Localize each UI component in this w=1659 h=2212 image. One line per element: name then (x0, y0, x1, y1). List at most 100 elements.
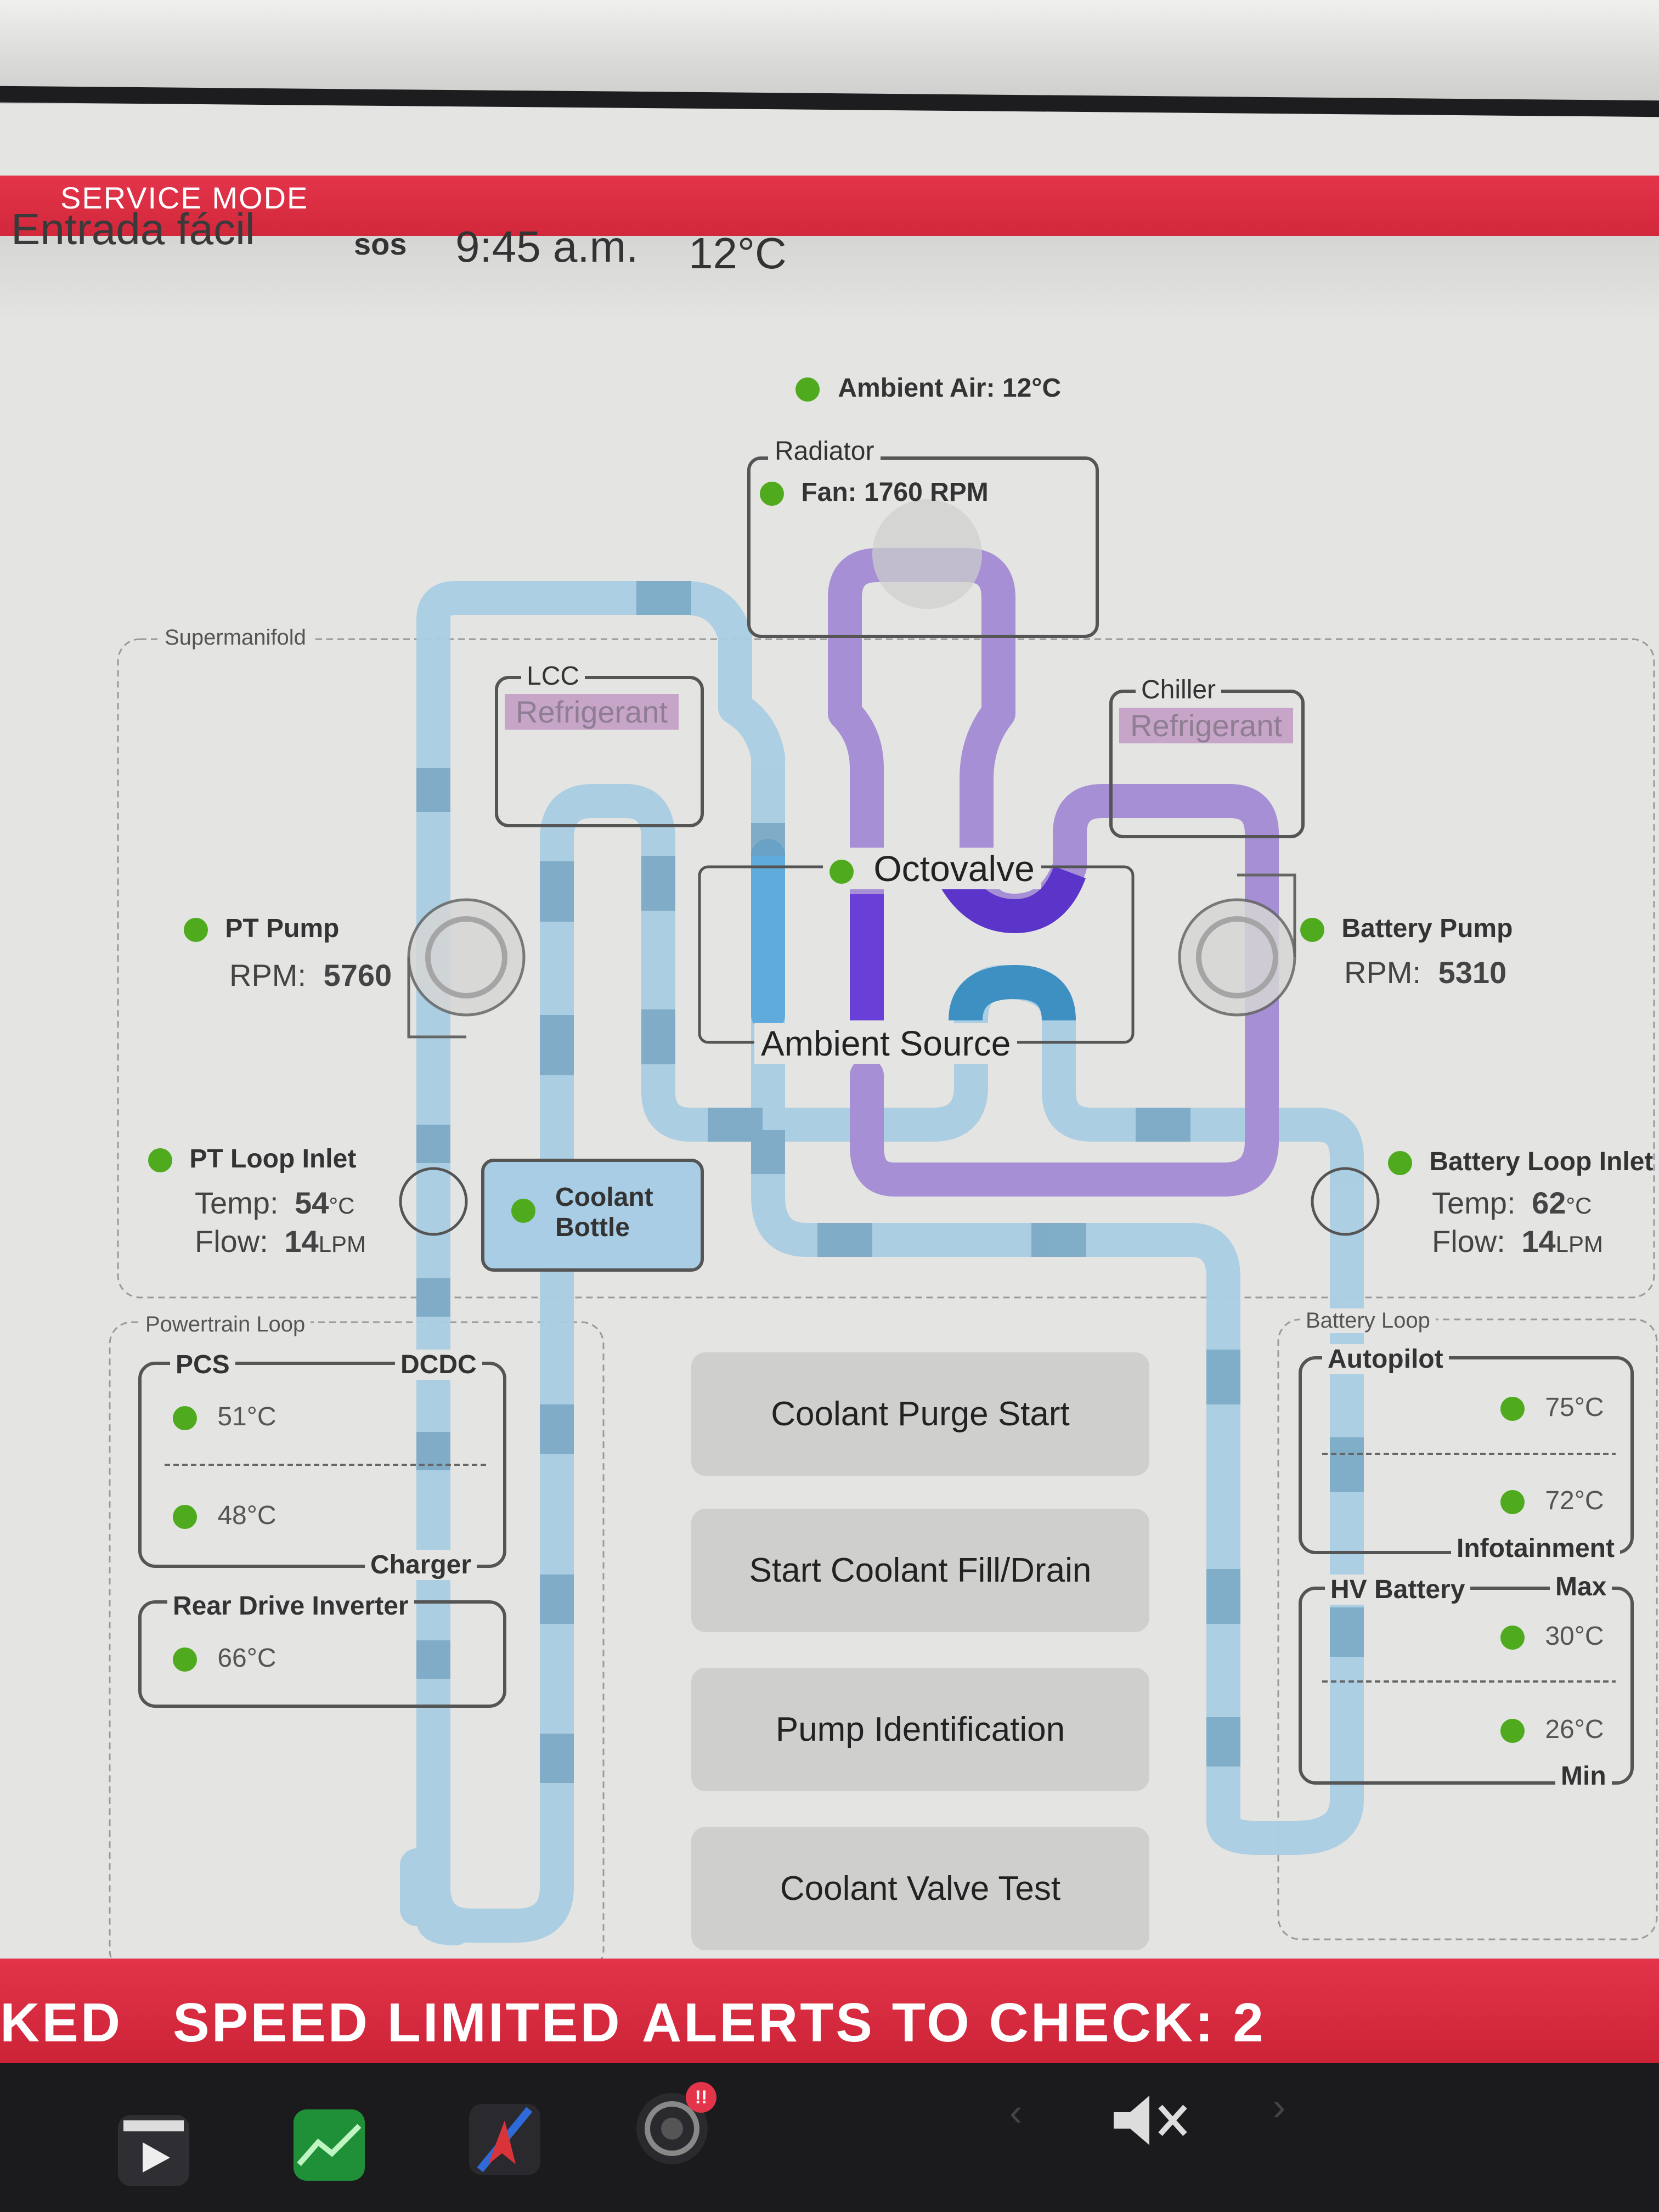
battery-pump-rpm: RPM: 5310 (1344, 955, 1506, 990)
media-player-icon[interactable] (118, 2115, 189, 2186)
battery-pump-rpm-label: RPM: (1344, 955, 1421, 990)
status-dot (173, 1505, 197, 1530)
battery-loop-inlet-label: Battery Loop Inlet (1429, 1147, 1654, 1176)
octovalve-coolant-arc (949, 964, 1076, 1022)
pt-loop-flow-unit: LPM (318, 1231, 366, 1257)
status-dot (148, 1148, 172, 1173)
status-dot (1500, 1626, 1525, 1650)
alert-partial: KED (0, 1992, 123, 2053)
autopilot-label: Autopilot (1322, 1344, 1449, 1374)
status-dot (1500, 1719, 1525, 1743)
battery-min-temp: 26°C (1500, 1714, 1604, 1745)
pt-loop-flow: Flow: 14LPM (195, 1223, 366, 1259)
battery-loop-flow-label: Flow: (1432, 1224, 1505, 1259)
driver-profile[interactable]: Entrada fácil (11, 205, 255, 253)
battery-loop-temp-unit: °C (1566, 1193, 1592, 1218)
battery-pump-icon (1178, 873, 1296, 1017)
lcc-box (495, 676, 704, 827)
pt-flow-sensor-icon (399, 1167, 468, 1236)
ambient-air-label: Ambient Air: 12°C (838, 374, 1062, 403)
battery-flow-sensor-icon (1311, 1167, 1380, 1236)
pt-loop-temp-label: Temp: (195, 1186, 279, 1220)
pt-pump-rpm-value: 5760 (323, 958, 392, 992)
energy-app-icon[interactable] (294, 2109, 365, 2181)
status-dot (173, 1647, 197, 1672)
sos-indicator[interactable]: sos (354, 227, 407, 261)
pt-pump-label: PT Pump (225, 914, 340, 943)
octovalve: Octovalve (823, 848, 1041, 889)
coolant-bottle-label-2: Bottle (555, 1213, 630, 1242)
battery-loop-flow-value: 14 (1521, 1224, 1556, 1259)
clock: 9:45 a.m. (455, 222, 639, 271)
pt-pump: PT Pump (184, 913, 339, 944)
volume-muted-icon[interactable] (1108, 2090, 1190, 2153)
service-mode-label: SERVICE MODE (60, 180, 309, 215)
status-dot (511, 1199, 535, 1223)
rear-drive-inverter-label: Rear Drive Inverter (167, 1591, 414, 1621)
ambient-source-label: Ambient Source (754, 1023, 1018, 1064)
pt-pump-rpm: RPM: 5760 (229, 957, 392, 993)
ambient-air-indicator: Ambient Air: 12°C (795, 373, 1061, 403)
chiller-refrigerant: Refrigerant (1119, 708, 1294, 743)
battery-loop-inlet: Battery Loop Inlet (1388, 1147, 1653, 1177)
charger-label: Charger (365, 1550, 477, 1580)
pt-pump-rpm-label: RPM: (229, 958, 306, 992)
chevron-right-icon[interactable]: › (1273, 2085, 1286, 2128)
battery-loop-border (1277, 1318, 1658, 1940)
alerts-to-check[interactable]: ALERTS TO CHECK: 2 (642, 1992, 1266, 2053)
battery-loop-label: Battery Loop (1300, 1308, 1436, 1333)
status-dot (830, 859, 854, 884)
navigation-icon[interactable] (469, 2104, 540, 2175)
pcs-temp-value: 51°C (217, 1402, 276, 1431)
lcc-refrigerant: Refrigerant (505, 694, 679, 730)
rear-drive-inverter-temp: 66°C (173, 1643, 276, 1673)
pt-loop-flow-value: 14 (284, 1224, 319, 1259)
battery-loop-temp-label: Temp: (1432, 1186, 1516, 1220)
battery-max-label: Max (1550, 1572, 1612, 1602)
coolant-bottle: Coolant Bottle (511, 1182, 653, 1243)
supermanifold-border (117, 638, 1655, 1299)
radiator-fan: Fan: 1760 RPM (760, 477, 989, 507)
battery-pump: Battery Pump (1300, 913, 1513, 944)
hv-battery-label: HV Battery (1325, 1575, 1471, 1605)
chiller-label: Chiller (1136, 675, 1222, 705)
status-dot (1388, 1151, 1412, 1176)
status-dot (1500, 1490, 1525, 1515)
outside-temperature: 12°C (689, 229, 787, 278)
infotainment-temp: 72°C (1500, 1486, 1604, 1516)
radiator-fan-icon (872, 499, 982, 609)
infotainment-temp-value: 72°C (1545, 1486, 1604, 1515)
status-dot (173, 1406, 197, 1431)
pt-loop-temp-value: 54 (295, 1186, 329, 1220)
thermal-diagram (109, 456, 1658, 1964)
pcs-dcdc-box (138, 1362, 506, 1568)
dock (0, 2063, 1659, 2212)
radiator-label: Radiator (768, 436, 881, 466)
battery-pump-rpm-value: 5310 (1438, 955, 1507, 990)
status-dot (1300, 918, 1324, 943)
speed-limited-alert: SPEED LIMITED (173, 1992, 622, 2053)
pt-loop-inlet-label: PT Loop Inlet (189, 1144, 357, 1173)
start-coolant-fill-drain-button[interactable]: Start Coolant Fill/Drain (691, 1509, 1149, 1632)
coolant-purge-start-button[interactable]: Coolant Purge Start (691, 1352, 1149, 1476)
battery-pump-label: Battery Pump (1341, 914, 1513, 943)
rear-drive-inverter-temp-value: 66°C (217, 1644, 276, 1673)
radiator-fan-speed: Fan: 1760 RPM (801, 478, 989, 507)
status-dot (1500, 1397, 1525, 1421)
refrigerant-active (850, 866, 1086, 1020)
lcc-label: LCC (521, 661, 585, 691)
alert-bar (0, 1959, 1659, 2063)
battery-loop-temp: Temp: 62°C (1432, 1185, 1592, 1221)
coolant-valve-test-button[interactable]: Coolant Valve Test (691, 1827, 1149, 1950)
octovalve-label: Octovalve (873, 848, 1035, 889)
pump-identification-button[interactable]: Pump Identification (691, 1668, 1149, 1791)
pt-loop-flow-label: Flow: (195, 1224, 268, 1259)
coolant-bottle-box (481, 1159, 704, 1272)
pt-loop-temp-unit: °C (329, 1193, 355, 1218)
pcs-temp: 51°C (173, 1402, 276, 1432)
supermanifold-label: Supermanifold (159, 625, 312, 650)
autopilot-temp: 75°C (1500, 1392, 1604, 1423)
battery-loop-flow-unit: LPM (1555, 1231, 1604, 1257)
chevron-left-icon[interactable]: ‹ (1009, 2091, 1023, 2134)
autopilot-temp-value: 75°C (1545, 1393, 1604, 1422)
